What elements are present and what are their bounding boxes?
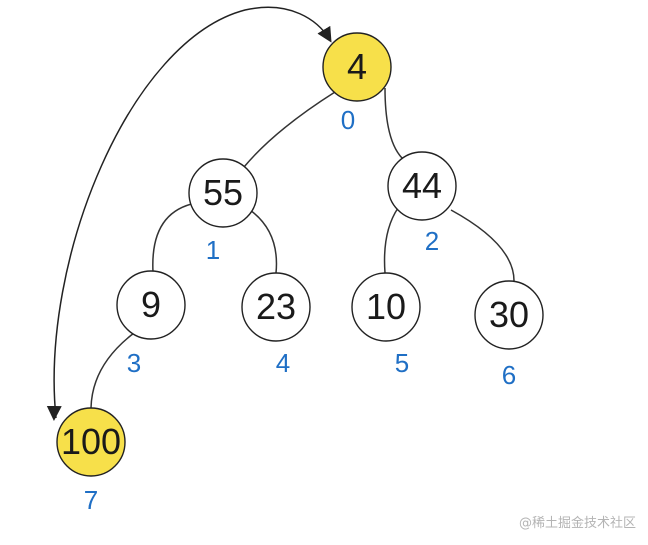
edge-2-6	[450, 209, 515, 283]
node-value: 4	[347, 46, 367, 87]
edge-3-7	[90, 332, 135, 409]
node-circle	[474, 280, 544, 350]
edge-1-3	[152, 202, 197, 273]
node-index-label: 0	[341, 105, 355, 135]
node-circle	[116, 270, 186, 340]
node-value: 30	[489, 294, 529, 335]
node-circle	[351, 272, 421, 342]
swap-arrow-7-0	[53, 6, 332, 419]
node-value: 44	[402, 165, 442, 206]
node-value: 23	[256, 286, 296, 327]
heap-node-2: 44 2	[387, 151, 457, 256]
heap-node-1: 55 1	[188, 158, 258, 265]
node-value: 100	[61, 421, 121, 462]
heap-node-5: 10 5	[351, 272, 421, 378]
node-value: 55	[203, 172, 243, 213]
node-index-label: 2	[425, 226, 439, 256]
edge-0-1	[243, 91, 336, 168]
swap-arrows-layer	[46, 6, 332, 421]
heap-node-4: 23 4	[241, 272, 311, 378]
node-index-label: 3	[127, 348, 141, 378]
heap-node-0: 40	[322, 32, 392, 135]
node-circle	[188, 158, 258, 228]
node-circle	[387, 151, 457, 221]
node-index-label: 5	[395, 348, 409, 378]
watermark: @稀土掘金技术社区	[518, 516, 636, 531]
edge-2-5	[383, 207, 399, 274]
node-value: 10	[366, 286, 406, 327]
edges-layer	[90, 87, 515, 409]
heap-node-3: 93	[116, 270, 186, 378]
node-circle	[322, 32, 392, 102]
heap-node-7: 100 7	[56, 407, 126, 515]
node-value: 9	[141, 284, 161, 325]
node-index-label: 7	[84, 485, 98, 515]
edge-1-4	[249, 209, 278, 274]
node-index-label: 6	[502, 360, 516, 390]
edge-0-2	[384, 87, 403, 159]
heap-node-6: 30 6	[474, 280, 544, 390]
node-circle	[56, 407, 126, 477]
node-circle	[241, 272, 311, 342]
node-index-label: 4	[276, 348, 290, 378]
node-index-label: 1	[206, 235, 220, 265]
